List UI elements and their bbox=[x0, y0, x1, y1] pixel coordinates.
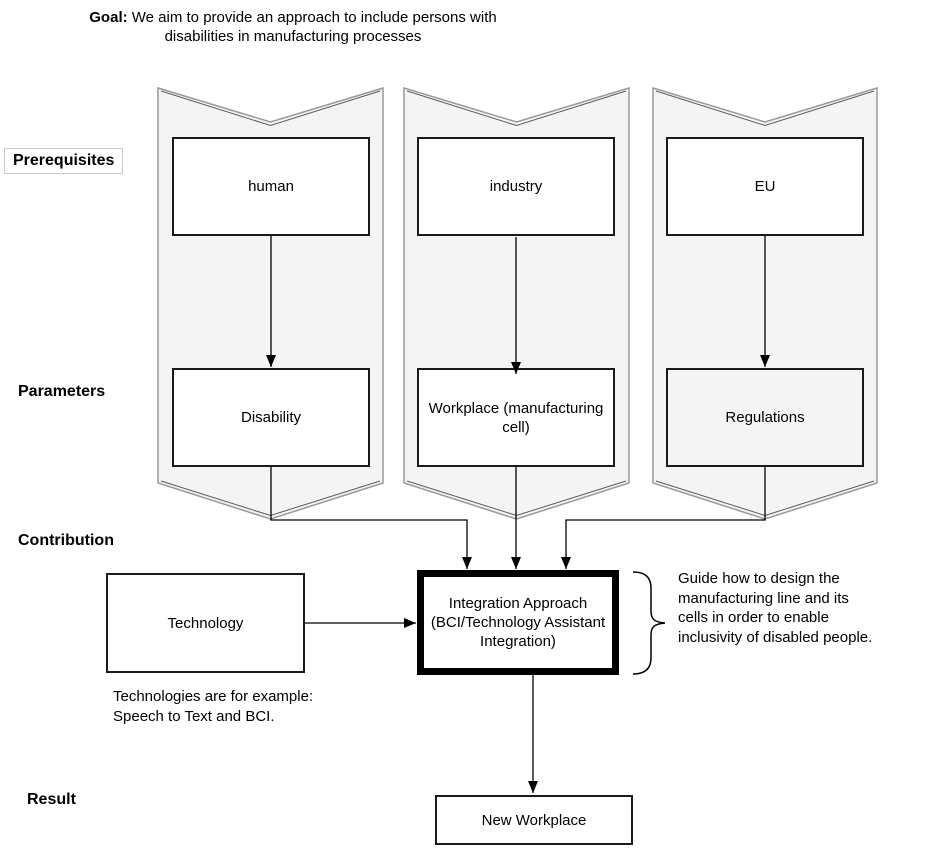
node-technology: Technology bbox=[106, 573, 305, 673]
chevron-inner-top-edge bbox=[655, 90, 875, 127]
node-workplace: Workplace (manufacturing cell) bbox=[417, 368, 615, 467]
node-eu: EU bbox=[666, 137, 864, 236]
goal-line-2: disabilities in manufacturing processes bbox=[164, 28, 422, 45]
goal-label: Goal: bbox=[89, 9, 128, 26]
goal-line-1: Goal: We aim to provide an approach to i… bbox=[89, 9, 497, 26]
chevron-inner-top-edge bbox=[406, 90, 627, 127]
node-industry: industry bbox=[417, 137, 615, 236]
chevron-inner-top-edge bbox=[160, 90, 381, 127]
guide-note: Guide how to design the manufacturing li… bbox=[678, 570, 873, 646]
node-integration-approach: Integration Approach (BCI/Technology Ass… bbox=[417, 570, 619, 675]
row-label-prerequisites: Prerequisites bbox=[4, 148, 124, 174]
node-new-workplace: New Workplace bbox=[435, 795, 633, 845]
node-disability: Disability bbox=[172, 368, 370, 467]
technology-note: Technologies are for example: Speech to … bbox=[113, 688, 314, 725]
goal-text: Goal: We aim to provide an approach to i… bbox=[10, 8, 576, 46]
node-human: human bbox=[172, 137, 370, 236]
row-label-result: Result bbox=[27, 791, 76, 808]
row-label-parameters: Parameters bbox=[18, 383, 106, 400]
node-regulations: Regulations bbox=[666, 368, 864, 467]
row-label-contribution: Contribution bbox=[18, 532, 114, 549]
